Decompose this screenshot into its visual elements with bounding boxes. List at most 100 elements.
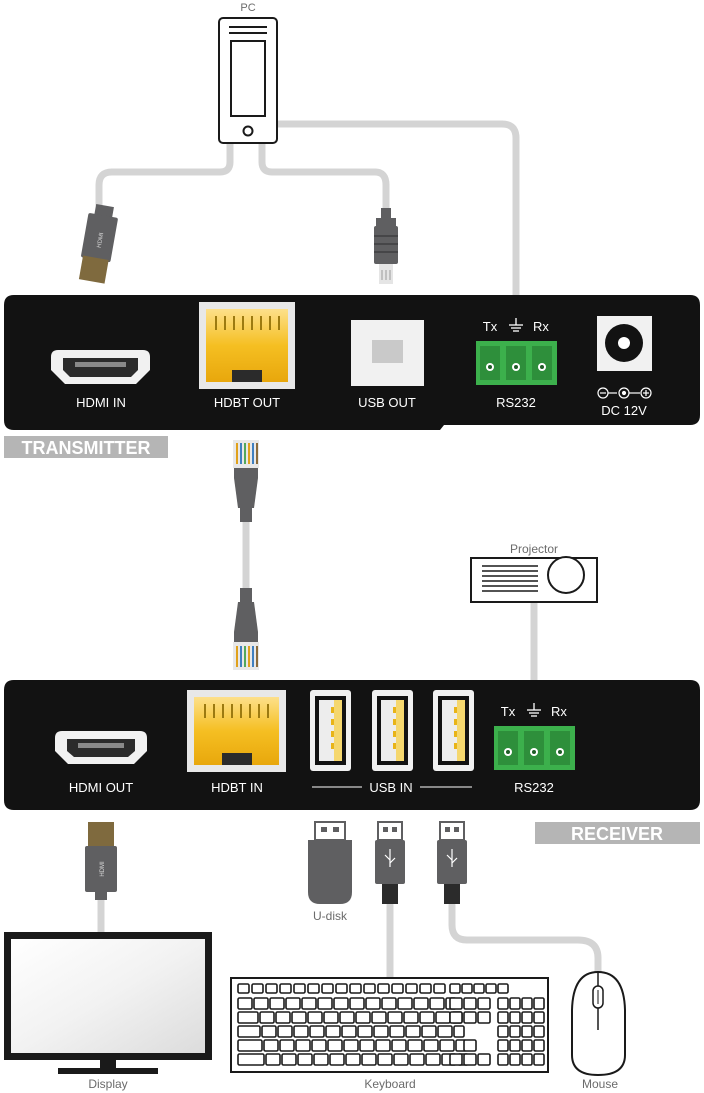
pc-tower — [218, 17, 278, 144]
keyboard-key — [497, 1011, 509, 1024]
polarity-icon — [597, 387, 652, 399]
keyboard-key — [521, 1053, 533, 1066]
rs232-label: RS232 — [496, 395, 536, 410]
keyboard-key — [533, 1025, 545, 1038]
keyboard-key — [265, 983, 278, 994]
u-disk-label: U-disk — [313, 909, 348, 923]
keyboard-key — [377, 983, 390, 994]
keyboard-key — [413, 997, 429, 1010]
keyboard-key — [377, 1053, 393, 1066]
keyboard-key — [341, 1025, 357, 1038]
keyboard-key — [313, 1053, 329, 1066]
keyboard-key — [453, 1025, 465, 1038]
keyboard-key — [285, 997, 301, 1010]
display-icon — [4, 932, 212, 1074]
keyboard-key — [269, 997, 285, 1010]
keyboard-key — [259, 1011, 275, 1024]
keyboard-key — [321, 983, 334, 994]
keyboard-key — [533, 1053, 545, 1066]
keyboard-key — [253, 997, 269, 1010]
keyboard-key — [391, 983, 404, 994]
receiver-banner — [535, 822, 700, 844]
keyboard-key — [261, 1025, 277, 1038]
keyboard-key — [349, 997, 365, 1010]
usb-a-plug-icon — [437, 821, 467, 904]
keyboard-key — [281, 1053, 297, 1066]
keyboard-key — [407, 1039, 423, 1052]
keyboard-key — [357, 1025, 373, 1038]
usb-in-port — [372, 690, 413, 771]
keyboard-key — [389, 1025, 405, 1038]
keyboard-icon — [230, 977, 549, 1073]
keyboard-key — [435, 1011, 451, 1024]
usb-plug-icon — [374, 208, 398, 284]
mouse-cable — [448, 901, 602, 976]
receiver-banner-label: RECEIVER — [571, 824, 663, 844]
keyboard-key — [237, 1025, 261, 1038]
rj45-plug-icon — [233, 440, 259, 522]
usb-a-plug-icon — [375, 821, 405, 904]
transmitter-banner-label: TRANSMITTER — [22, 438, 151, 458]
hdmi-in-label: HDMI IN — [76, 395, 126, 410]
keyboard-key — [433, 983, 446, 994]
keyboard-key — [463, 997, 477, 1010]
mouse-icon — [571, 970, 626, 1077]
keyboard-key — [301, 997, 317, 1010]
keyboard-key — [449, 997, 463, 1010]
keyboard-key — [263, 1039, 279, 1052]
projector-icon — [470, 556, 598, 603]
u-disk-icon — [308, 821, 352, 904]
usb-out-label: USB OUT — [358, 395, 416, 410]
keyboard-key — [497, 1025, 509, 1038]
receiver-panel — [4, 680, 700, 810]
keyboard-key — [265, 1053, 281, 1066]
dc-jack — [597, 316, 652, 371]
hdmi-plug-icon: HDMI — [78, 203, 118, 284]
keyboard-key — [477, 997, 491, 1010]
keyboard-key — [237, 1039, 263, 1052]
usb-out-port — [351, 320, 424, 386]
ground-icon — [527, 703, 541, 717]
keyboard-key — [335, 983, 348, 994]
keyboard-key — [497, 997, 509, 1010]
keyboard-key — [449, 1053, 463, 1066]
keyboard-key — [371, 1011, 387, 1024]
keyboard-key — [509, 1053, 521, 1066]
keyboard-key — [439, 1039, 455, 1052]
keyboard-key — [309, 1025, 325, 1038]
keyboard-key — [237, 997, 253, 1010]
rx-rs232-label: RS232 — [514, 780, 554, 795]
keyboard-key — [521, 1039, 533, 1052]
hdmi-plug-icon: HDMI — [85, 822, 117, 900]
keyboard-label: Keyboard — [364, 1077, 415, 1091]
svg-text:HDMI: HDMI — [100, 861, 106, 877]
keyboard-key — [365, 997, 381, 1010]
hdmi-in-port — [51, 350, 150, 384]
keyboard-key — [339, 1011, 355, 1024]
keyboard-key — [497, 1039, 509, 1052]
rx-rx-label: Rx — [551, 704, 567, 719]
keyboard-key — [361, 1053, 377, 1066]
mouse-label: Mouse — [582, 1077, 618, 1091]
keyboard-key — [391, 1039, 407, 1052]
keyboard-key — [419, 1011, 435, 1024]
keyboard-key — [533, 997, 545, 1010]
keyboard-key — [307, 983, 320, 994]
hdbt-in-label: HDBT IN — [211, 780, 263, 795]
keyboard-key — [497, 1053, 509, 1066]
projector-label: Projector — [510, 542, 558, 556]
hdbt-in-port — [187, 690, 286, 772]
keyboard-key — [405, 983, 418, 994]
rs232-terminal — [494, 726, 575, 770]
keyboard-key — [463, 1053, 477, 1066]
keyboard-key — [461, 983, 473, 994]
rx-tx-label: Tx — [501, 704, 516, 719]
keyboard-key — [473, 983, 485, 994]
keyboard-key — [237, 983, 250, 994]
keyboard-key — [509, 997, 521, 1010]
rs232-cable-pc — [272, 120, 520, 304]
dc-label: DC 12V — [601, 403, 647, 418]
keyboard-key — [533, 1011, 545, 1024]
keyboard-key — [509, 1025, 521, 1038]
